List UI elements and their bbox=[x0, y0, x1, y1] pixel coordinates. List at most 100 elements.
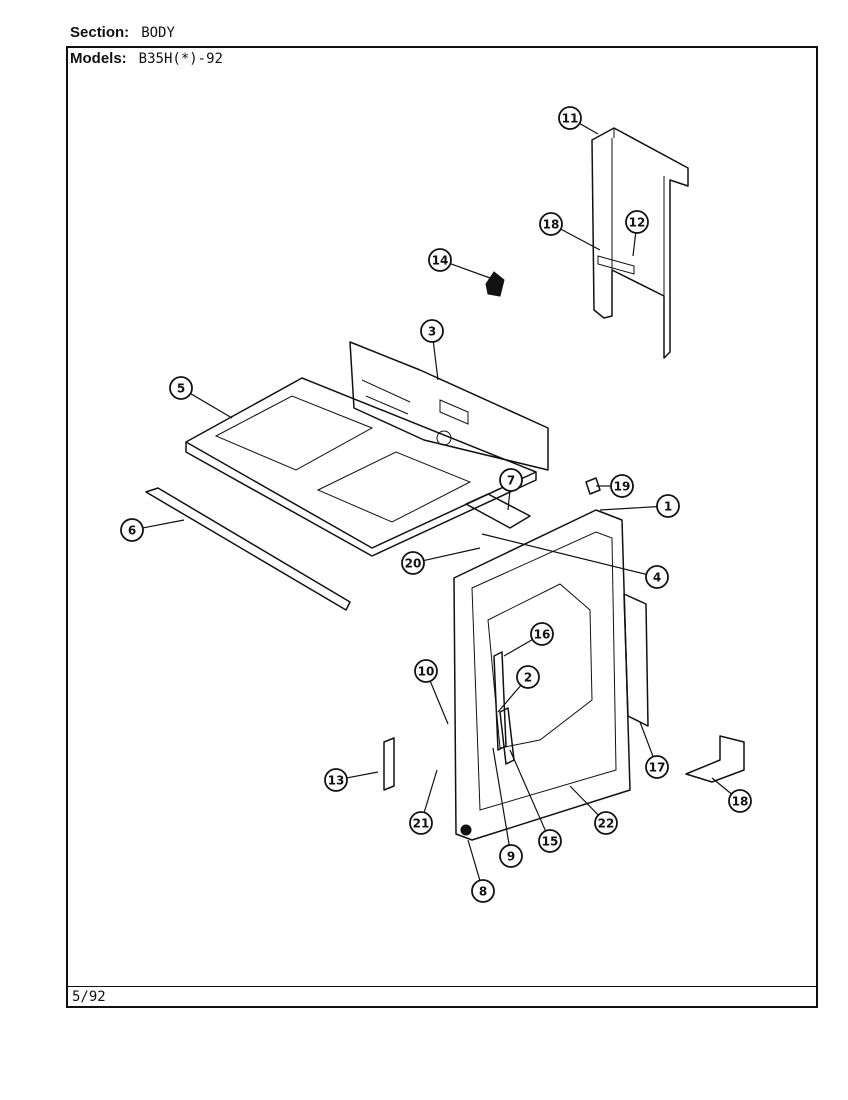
callout-circle bbox=[428, 248, 452, 272]
callout-20: 20 bbox=[401, 547, 481, 575]
models-label: Models: bbox=[70, 50, 127, 67]
leader-line bbox=[507, 490, 511, 511]
part-back-panel bbox=[349, 341, 549, 471]
callout-1: 1 bbox=[599, 494, 680, 518]
callout-17: 17 bbox=[639, 721, 669, 779]
callout-circle bbox=[499, 468, 523, 492]
callout-18: 18 bbox=[539, 212, 601, 251]
footer-date: 5/92 bbox=[72, 989, 106, 1005]
callout-7: 7 bbox=[499, 468, 523, 511]
callout-16: 16 bbox=[503, 622, 554, 657]
callout-circle bbox=[324, 768, 348, 792]
callout-9: 9 bbox=[492, 747, 523, 868]
callout-number: 20 bbox=[405, 557, 422, 571]
callout-circle bbox=[538, 829, 562, 853]
callout-number: 7 bbox=[507, 474, 515, 488]
callout-circle bbox=[539, 212, 563, 236]
part-corner-bracket bbox=[685, 735, 745, 783]
callout-circle bbox=[420, 319, 444, 343]
callout-5: 5 bbox=[169, 376, 233, 419]
callout-number: 11 bbox=[562, 112, 579, 126]
callout-number: 8 bbox=[479, 885, 487, 899]
callout-number: 21 bbox=[413, 817, 430, 831]
callout-12: 12 bbox=[625, 210, 649, 257]
section-value: BODY bbox=[141, 25, 175, 41]
callout-circle bbox=[645, 755, 669, 779]
part-cooktop bbox=[185, 377, 537, 557]
callout-18b: 18 bbox=[711, 777, 752, 813]
callout-21: 21 bbox=[409, 769, 438, 835]
callout-circle bbox=[610, 474, 634, 498]
footer-divider bbox=[66, 986, 818, 987]
callout-number: 18 bbox=[732, 795, 749, 809]
callout-number: 22 bbox=[598, 817, 615, 831]
callout-number: 13 bbox=[328, 774, 345, 788]
leader-line bbox=[560, 228, 601, 251]
callout-10: 10 bbox=[414, 659, 449, 725]
section-label: Section: bbox=[70, 24, 130, 41]
callout-number: 19 bbox=[614, 480, 631, 494]
leader-line bbox=[639, 721, 654, 757]
callout-8: 8 bbox=[467, 839, 495, 903]
leader-line bbox=[599, 506, 658, 511]
callout-22: 22 bbox=[569, 785, 618, 835]
callout-3: 3 bbox=[420, 319, 444, 381]
leader-line bbox=[190, 393, 233, 419]
leader-line bbox=[497, 684, 522, 713]
callout-number: 18 bbox=[543, 218, 560, 232]
leader-line bbox=[711, 777, 732, 795]
callout-number: 14 bbox=[432, 254, 449, 268]
callout-number: 16 bbox=[534, 628, 551, 642]
callout-circle bbox=[728, 789, 752, 813]
leader-line bbox=[346, 771, 379, 779]
callout-14: 14 bbox=[428, 248, 491, 279]
leader-line bbox=[432, 341, 439, 381]
callout-circle bbox=[594, 811, 618, 835]
part-front-strip bbox=[145, 487, 351, 611]
part-clip bbox=[485, 271, 505, 297]
callout-circle bbox=[516, 665, 540, 689]
part-bracket-19 bbox=[585, 477, 601, 495]
leader-line bbox=[492, 747, 510, 846]
callout-number: 2 bbox=[524, 671, 532, 685]
callout-number: 10 bbox=[418, 665, 435, 679]
callout-11: 11 bbox=[558, 106, 599, 135]
callout-circle bbox=[645, 565, 669, 589]
callout-circle bbox=[530, 622, 554, 646]
callout-circle bbox=[471, 879, 495, 903]
section-header: Section: BODY bbox=[70, 24, 175, 41]
part-hinge bbox=[383, 737, 395, 791]
leader-line bbox=[429, 680, 449, 725]
callout-number: 4 bbox=[653, 571, 661, 585]
leader-line bbox=[503, 638, 533, 657]
leader-line bbox=[467, 839, 481, 881]
callout-number: 5 bbox=[177, 382, 185, 396]
callout-circle bbox=[414, 659, 438, 683]
part-side-trim bbox=[623, 593, 649, 727]
callout-6: 6 bbox=[120, 518, 185, 542]
part-side-panel bbox=[453, 509, 631, 841]
callout-number: 15 bbox=[542, 835, 559, 849]
diagram-frame bbox=[66, 46, 818, 1008]
leader-line bbox=[423, 769, 438, 813]
callout-number: 6 bbox=[128, 524, 136, 538]
leader-line bbox=[481, 533, 647, 575]
callout-circle bbox=[120, 518, 144, 542]
callout-number: 9 bbox=[507, 850, 515, 864]
part-bracket-7 bbox=[465, 493, 531, 529]
leader-line bbox=[632, 232, 637, 257]
callout-number: 3 bbox=[428, 325, 436, 339]
callout-15: 15 bbox=[509, 749, 562, 853]
callout-circle bbox=[409, 811, 433, 835]
callout-19: 19 bbox=[596, 474, 634, 498]
callout-circle bbox=[656, 494, 680, 518]
callout-2: 2 bbox=[497, 665, 540, 713]
models-header: Models:B35H(*)-92 bbox=[70, 50, 223, 67]
callout-number: 1 bbox=[664, 500, 672, 514]
callout-circle bbox=[625, 210, 649, 234]
callout-circle bbox=[499, 844, 523, 868]
part-rear-bracket bbox=[591, 127, 689, 359]
leader-line bbox=[509, 749, 547, 832]
